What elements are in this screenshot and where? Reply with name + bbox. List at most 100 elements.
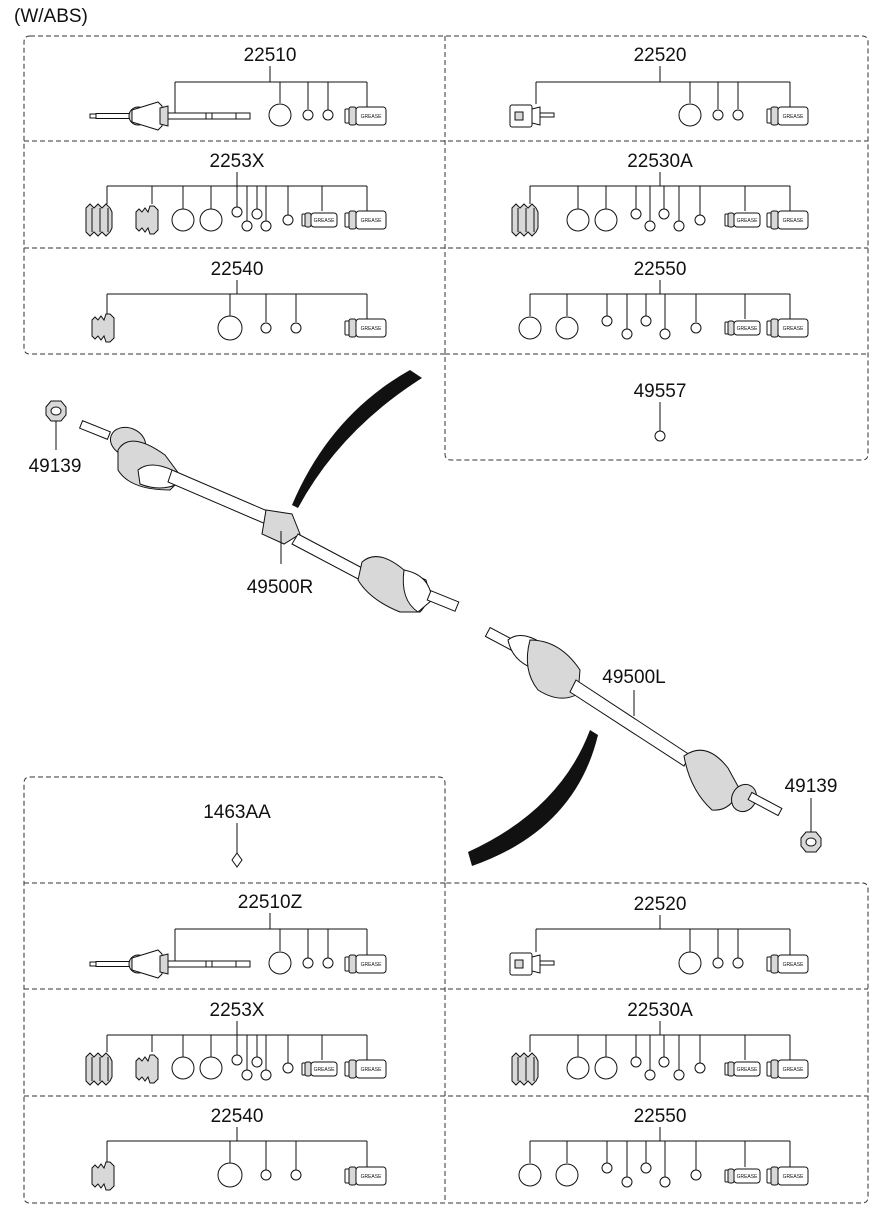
- kit-cell-22520-lower: 22520: [509, 894, 809, 976]
- kit-cell-22540: 22540: [91, 259, 387, 343]
- ring-icon: [282, 214, 294, 226]
- clamp-band-icon: [659, 1176, 671, 1188]
- shaft-part-number: 49500R: [247, 577, 314, 598]
- grease-tube-icon: [766, 954, 809, 974]
- kit-cell-22510Z: 22510Z: [89, 892, 387, 979]
- grease-tube-icon: [344, 318, 387, 338]
- ring-icon: [690, 1169, 702, 1181]
- ring-icon: [231, 852, 243, 868]
- nut-part-number: 49139: [29, 456, 82, 477]
- ring-icon: [260, 322, 272, 334]
- grease-tube-icon: [344, 210, 387, 230]
- clamp-band-icon: [658, 208, 670, 220]
- ring-icon: [555, 1163, 579, 1187]
- clamp-band-icon: [644, 1069, 656, 1081]
- kit-cell-22540-lower: 22540: [91, 1106, 387, 1191]
- clamp-band-icon: [251, 1056, 263, 1068]
- ring-icon: [712, 957, 724, 969]
- part-number-label: 22540: [211, 1106, 264, 1127]
- grease-tube-icon: [766, 1166, 809, 1186]
- part-number-label: 1463AA: [203, 802, 271, 823]
- boot-icon: [85, 1052, 113, 1086]
- callout-arc: [468, 730, 598, 866]
- ring-icon: [566, 208, 590, 232]
- clamp-band-icon: [241, 1069, 253, 1081]
- grease-tube-icon: [766, 106, 809, 126]
- boot-icon: [85, 203, 113, 237]
- clamp-band-icon: [251, 208, 263, 220]
- clamp-band-icon: [601, 315, 613, 327]
- clamp-band-icon: [601, 1162, 613, 1174]
- ring-icon: [260, 1169, 272, 1181]
- clamp-band-icon: [673, 220, 685, 232]
- ring-icon: [518, 1163, 542, 1187]
- ring-icon: [199, 208, 223, 232]
- tripod-housing-icon: [509, 952, 555, 976]
- part-number-label: 2253X: [210, 1000, 265, 1021]
- ring-icon: [171, 1056, 195, 1080]
- part-number-label: 22520: [634, 45, 687, 66]
- ring-icon: [322, 109, 334, 121]
- kit-cell-22510: 22510: [89, 45, 387, 131]
- ring-icon: [694, 214, 706, 226]
- left-drive-shaft: 49500L 49139: [484, 626, 838, 853]
- clamp-band-icon: [659, 328, 671, 340]
- grease-tube-icon: [766, 210, 809, 230]
- kit-cell-22530A-lower: 22530A: [511, 1000, 809, 1086]
- clamp-band-icon: [673, 1069, 685, 1081]
- ring-icon: [678, 103, 702, 127]
- ring-icon: [694, 1062, 706, 1074]
- kit-cell-22530A: 22530A: [511, 151, 809, 237]
- ring-icon: [678, 951, 702, 975]
- kit-cell-1463AA: 1463AA: [203, 802, 271, 868]
- grease-tube-icon: [766, 1059, 809, 1079]
- callout-arc: [292, 370, 422, 508]
- ring-icon: [555, 316, 579, 340]
- grease-tube-icon: [344, 106, 387, 126]
- abs-variant-label: (W/ABS): [14, 6, 88, 27]
- clamp-band-icon: [640, 1162, 652, 1174]
- hex-nut-icon: [800, 831, 822, 853]
- nut-part-number: 49139: [785, 776, 838, 797]
- part-number-label: 22540: [211, 259, 264, 280]
- kit-cell-22550: 22550: [518, 259, 809, 340]
- upper-kit-panel: [23, 35, 869, 461]
- boot-icon: [511, 203, 539, 237]
- ring-icon: [322, 957, 334, 969]
- ring-icon: [654, 430, 666, 442]
- boot-icon: [135, 205, 159, 235]
- clamp-band-icon: [640, 315, 652, 327]
- ring-icon: [302, 109, 314, 121]
- grease-tube-icon: [301, 212, 338, 228]
- clamp-band-icon: [621, 1176, 633, 1188]
- ring-icon: [282, 1062, 294, 1074]
- clamp-band-icon: [231, 1054, 243, 1066]
- clamp-band-icon: [658, 1056, 670, 1068]
- part-number-label: 22530A: [627, 151, 693, 172]
- ring-icon: [217, 315, 243, 341]
- hex-nut-icon: [45, 400, 67, 422]
- ring-icon: [712, 109, 724, 121]
- grease-tube-icon: [724, 1168, 761, 1184]
- ring-icon: [690, 322, 702, 334]
- clamp-band-icon: [621, 328, 633, 340]
- ring-icon: [290, 1169, 302, 1181]
- part-number-label: 2253X: [210, 151, 265, 172]
- part-number-label: 22550: [634, 259, 687, 280]
- ring-icon: [732, 957, 744, 969]
- part-number-label: 22510: [244, 45, 297, 66]
- ring-icon: [566, 1056, 590, 1080]
- ring-icon: [217, 1162, 243, 1188]
- clamp-band-icon: [630, 208, 642, 220]
- ring-icon: [518, 316, 542, 340]
- boot-icon: [511, 1052, 539, 1086]
- kit-cell-49557: 49557: [634, 381, 687, 442]
- kit-cell-2253X-lower: 2253X: [85, 1000, 387, 1086]
- clamp-band-icon: [241, 220, 253, 232]
- part-number-label: 49557: [634, 381, 687, 402]
- shaft-part-number: 49500L: [602, 667, 665, 688]
- boot-icon: [91, 313, 115, 343]
- grease-tube-icon: [724, 212, 761, 228]
- grease-tube-icon: [301, 1061, 338, 1077]
